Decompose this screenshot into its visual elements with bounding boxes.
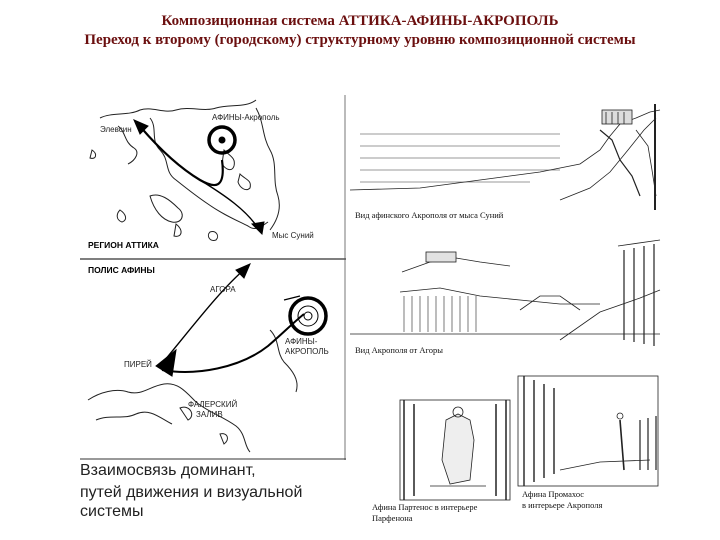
sketch-view-from-agora (350, 239, 661, 346)
label-agora: АГОРА (210, 285, 236, 294)
caption-view-from-agora: Вид Акрополя от Агоры (355, 345, 444, 355)
caption-parthenos-2: Парфенона (372, 513, 413, 523)
acropolis-circle-bottom (288, 296, 328, 336)
label-athens-acropolis: АФИНЫ-Акрополь (212, 113, 280, 122)
label-phaleron-1: ФАЛЕРСКИЙ (188, 400, 238, 409)
athens-map (87, 329, 298, 453)
label-acropolis-1: АФИНЫ- (285, 337, 318, 346)
page-subtitle: Переход к второму (городскому) структурн… (84, 32, 636, 48)
summary-line-1: Взаимосвязь доминант, (80, 462, 256, 479)
summary-line-3: системы (80, 503, 144, 520)
label-piraeus: ПИРЕЙ (124, 360, 152, 369)
label-city-athens: ПОЛИС АФИНЫ (88, 265, 155, 275)
attica-routes (133, 119, 265, 236)
attica-map (89, 99, 280, 241)
acropolis-circle-top (207, 125, 237, 155)
caption-promachos-1: Афина Промахос (522, 489, 585, 499)
caption-promachos-2: в интерьере Акрополя (522, 500, 603, 510)
label-eleusis: Элевсин (100, 125, 132, 134)
label-region-attica: РЕГИОН АТТИКА (88, 240, 159, 250)
label-phaleron-2: ЗАЛИВ (196, 410, 223, 419)
label-acropolis-2: АКРОПОЛЬ (285, 347, 329, 356)
caption-view-from-sounion: Вид афинского Акрополя от мыса Суний (355, 210, 504, 220)
caption-parthenos-1: Афина Партенос в интерьере (372, 502, 478, 512)
sketch-view-from-sounion (349, 100, 661, 210)
sketch-athena-parthenos (399, 399, 511, 501)
athens-routes (155, 263, 328, 377)
label-cape-sounion: Мыс Суний (272, 231, 314, 240)
sketch-athena-promachos (517, 375, 659, 487)
page-title: Композиционная система АТТИКА-АФИНЫ-АКРО… (161, 13, 559, 29)
summary-line-2: путей движения и визуальной (80, 484, 303, 501)
